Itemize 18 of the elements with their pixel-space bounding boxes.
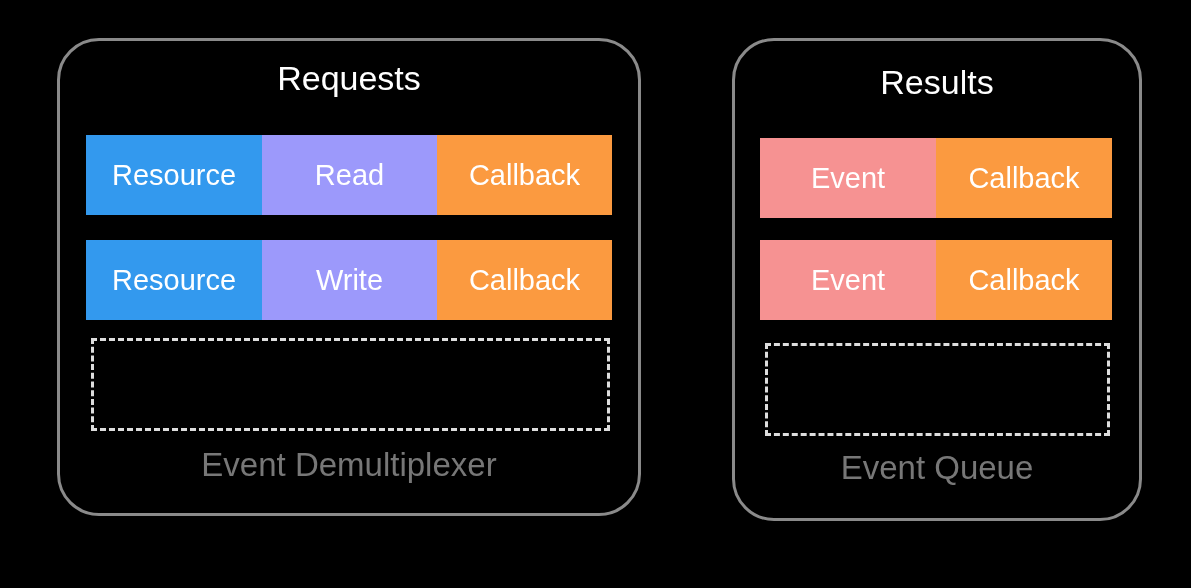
resource-tag: Resource [86, 135, 262, 215]
group-panel [732, 38, 1142, 521]
panel-title: Requests [276, 59, 422, 98]
group-panel [57, 38, 641, 516]
panel-caption: Event Queue [839, 449, 1035, 487]
event-tag: Event [760, 138, 936, 218]
callback-tag: Callback [936, 240, 1112, 320]
empty-slot [91, 338, 610, 431]
panel-caption: Event Demultiplexer [200, 446, 498, 484]
callback-tag: Callback [437, 135, 612, 215]
operation-tag: Read [262, 135, 437, 215]
panel-title: Results [879, 63, 995, 102]
callback-tag: Callback [437, 240, 612, 320]
empty-slot [765, 343, 1110, 436]
callback-tag: Callback [936, 138, 1112, 218]
resource-tag: Resource [86, 240, 262, 320]
operation-tag: Write [262, 240, 437, 320]
event-tag: Event [760, 240, 936, 320]
